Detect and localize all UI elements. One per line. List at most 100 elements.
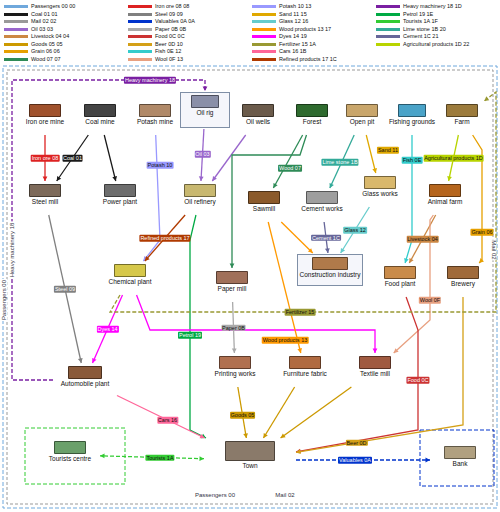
legend-text: Grain 06 06: [31, 48, 60, 55]
cargo-line: [117, 396, 205, 438]
legend-text: Beer 0D 10: [155, 41, 183, 48]
cargo-label: Steel 09: [54, 286, 76, 293]
arrow-head: [394, 348, 399, 353]
industry-node: Paper mill: [203, 269, 261, 301]
industry-node: Coal mine: [71, 102, 129, 134]
industry-node: Power plant: [91, 182, 149, 214]
node-label: Oil rig: [197, 109, 214, 116]
legend-item: Wool 0F 13: [128, 56, 248, 63]
cargo-label: Fish 0E: [402, 157, 423, 164]
industry-icon: [219, 356, 251, 369]
node-label: Fishing grounds: [389, 118, 435, 125]
industry-icon: [359, 356, 391, 369]
legend-swatch: [376, 13, 400, 16]
node-label: Sawmill: [253, 205, 275, 212]
cargo-label: Agricultural products 1D: [423, 155, 484, 162]
industry-icon: [446, 104, 478, 117]
industry-node: Tourists centre: [41, 439, 99, 471]
legend-swatch: [4, 50, 28, 53]
arrow-head: [372, 168, 377, 173]
arrow-head: [43, 177, 48, 182]
node-label: Steel mill: [32, 198, 58, 205]
legend-swatch: [252, 5, 276, 8]
cargo-label: Food 0C: [406, 377, 429, 384]
node-label: Potash mine: [137, 118, 173, 125]
industry-icon: [248, 191, 280, 204]
industry-node: Furniture fabric: [276, 354, 334, 386]
industry-node: Open pit: [333, 102, 391, 134]
industry-box: Construction industry: [297, 254, 363, 286]
industry-icon: [29, 184, 61, 197]
industry-node: Automobile plant: [54, 364, 116, 396]
legend-swatch: [4, 28, 28, 31]
arrow-head: [273, 183, 277, 188]
cargo-label: Tourists 1A: [145, 454, 174, 461]
legend-item: Wood products 13 17: [252, 26, 372, 33]
legend-swatch: [4, 20, 28, 23]
legend-swatch: [252, 58, 276, 61]
industry-node: Glass works: [351, 174, 409, 206]
cargo-label: Refined products 17: [139, 235, 190, 242]
cargo-connector: [366, 135, 377, 173]
industry-icon: [289, 356, 321, 369]
arrow-head: [263, 433, 267, 438]
legend-item: Glass 12 16: [252, 18, 372, 25]
node-label: Power plant: [103, 198, 137, 205]
arrow-head: [297, 348, 302, 353]
arrow-head: [409, 258, 413, 263]
arrow-head: [447, 176, 452, 181]
flow-note: Passengers 00: [1, 279, 8, 321]
arrow-head: [281, 433, 286, 438]
industry-node: Animal farm: [416, 182, 474, 214]
industry-node: Farm: [433, 102, 491, 134]
flow-note: Heavy machinery 18: [9, 222, 16, 279]
industry-icon: [312, 257, 348, 270]
legend-item: Beer 0D 10: [128, 41, 248, 48]
industry-icon: [296, 104, 328, 117]
cargo-label: Wool 0F: [419, 297, 441, 304]
industry-icon: [68, 366, 102, 379]
legend-item: Agricultural products 1D 22: [376, 41, 496, 48]
legend-text: Dyes 14 19: [279, 33, 307, 40]
legend-text: Goods 05 05: [31, 41, 63, 48]
node-label: Oil refinery: [184, 198, 215, 205]
cargo-connector: [92, 295, 122, 363]
flow-note: Mail 02: [490, 239, 497, 260]
legend-swatch: [4, 43, 28, 46]
industry-node: Textile mill: [346, 354, 404, 386]
legend-swatch: [252, 20, 276, 23]
arrow-head: [145, 256, 150, 261]
cargo-line: [341, 207, 370, 253]
industry-icon: [54, 441, 86, 454]
node-label: Brewery: [451, 280, 475, 287]
arrow-head: [296, 449, 301, 454]
legend-text: Passengers 00 00: [31, 3, 75, 10]
legend-item: Steel 09 09: [128, 11, 248, 18]
cargo-label: Dyes 14: [96, 326, 118, 333]
legend-swatch: [252, 50, 276, 53]
arrow-head: [243, 433, 248, 438]
arrow-head: [230, 264, 235, 269]
arrow-head: [199, 456, 204, 461]
industry-node: Oil wells: [229, 102, 287, 134]
industry-node: Brewery: [434, 264, 492, 296]
node-label: Open pit: [350, 118, 375, 125]
cargo-connector: [117, 396, 205, 439]
cargo-connector: [57, 135, 89, 181]
legend-swatch: [252, 28, 276, 31]
cargo-label: Sand 11: [377, 147, 399, 154]
cargo-label: Oil 03: [194, 151, 210, 158]
cargo-label: Cement 1C: [311, 234, 341, 241]
cargo-connector: [230, 135, 307, 268]
arrow-head: [92, 358, 96, 363]
legend-text: Tourists 1A 1F: [403, 18, 438, 25]
legend-item: Oil 03 03: [4, 26, 124, 33]
cargo-connector: [341, 207, 370, 253]
arrow-head: [325, 248, 330, 253]
industry-icon: [429, 184, 461, 197]
legend-text: Livestock 04 04: [31, 33, 69, 40]
legend-item: Coal 01 01: [4, 11, 124, 18]
legend-text: Petrol 19 1E: [403, 11, 433, 18]
bank-loop: [420, 430, 494, 486]
